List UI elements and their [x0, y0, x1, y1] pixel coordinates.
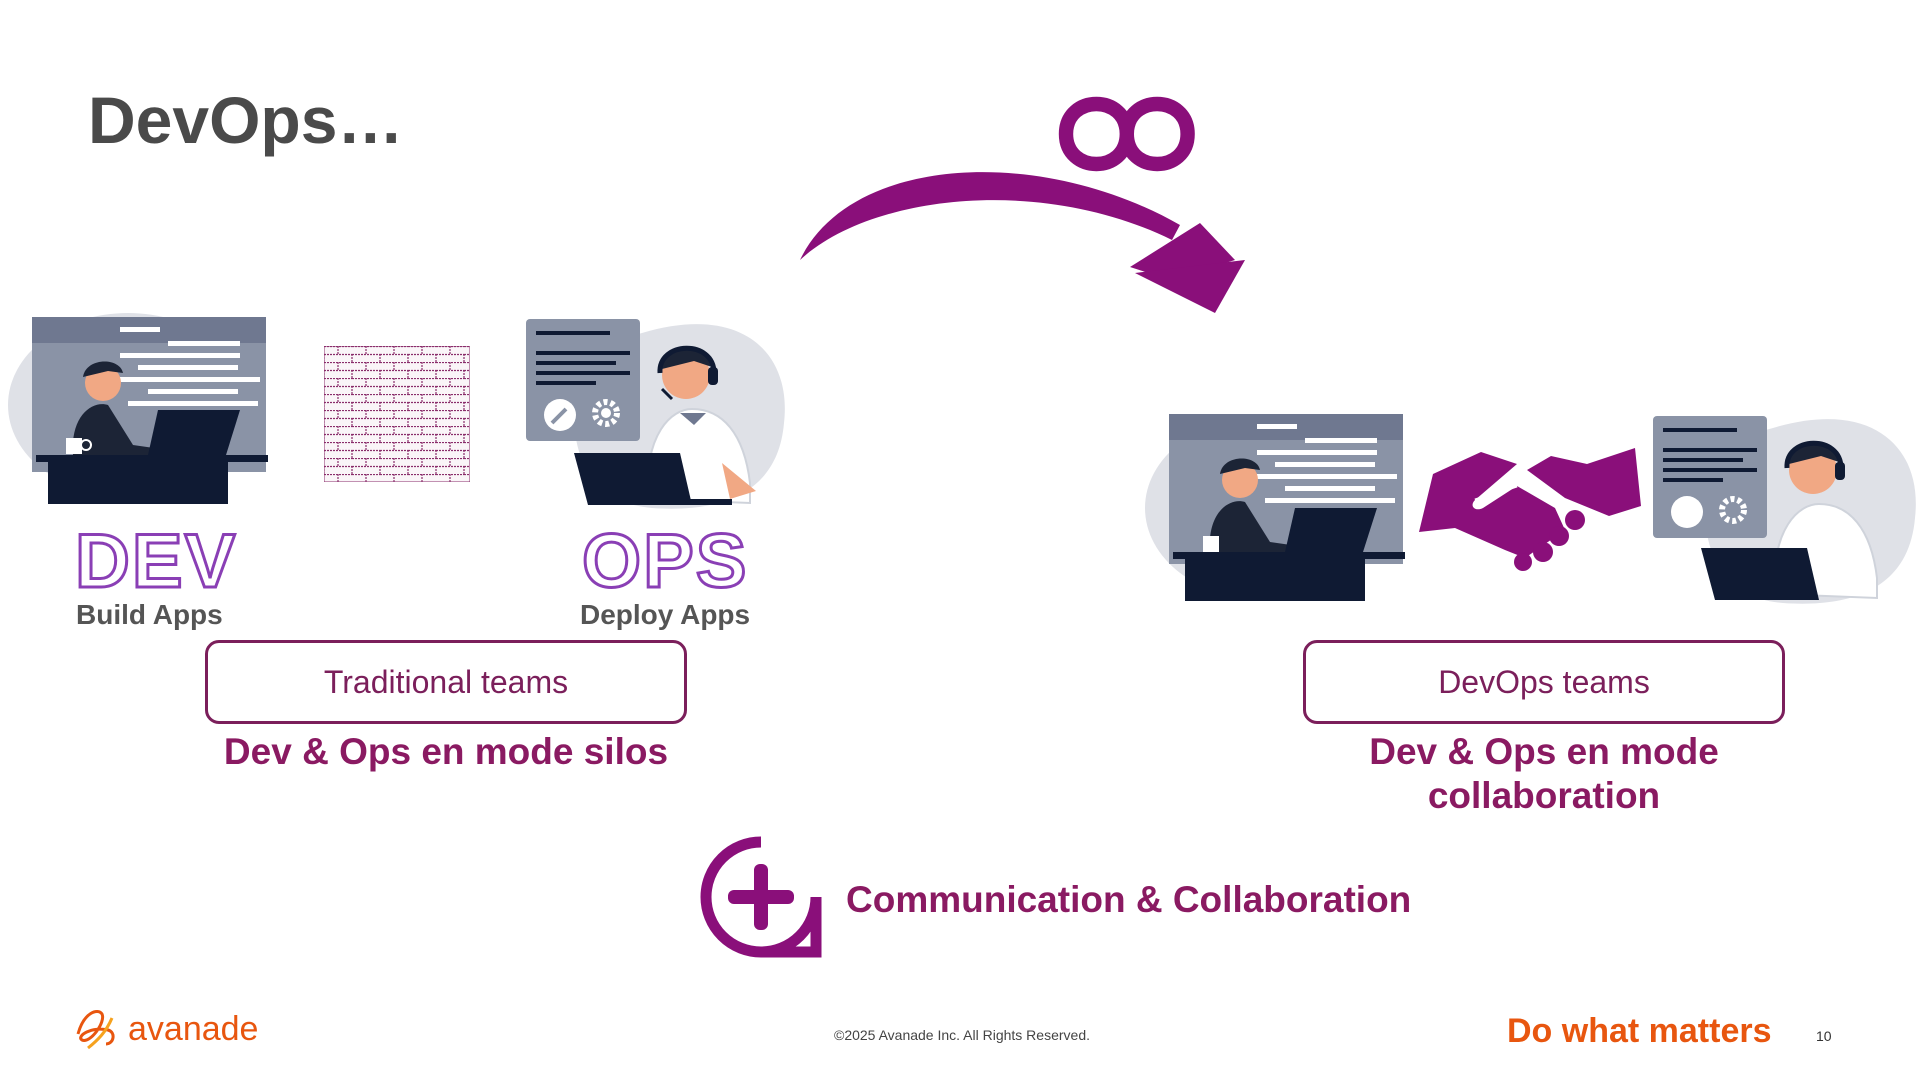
collaboration-caption-line2: collaboration [1427, 775, 1661, 816]
traditional-teams-box: Traditional teams [205, 640, 687, 724]
devops-teams-label: DevOps teams [1438, 663, 1650, 700]
dev-subtitle: Build Apps [76, 599, 223, 630]
avanade-logo-text: avanade [128, 1010, 259, 1048]
dev-label: DEV [73, 518, 238, 606]
devops-illustration [1145, 414, 1916, 604]
slide-title: DevOps… [88, 83, 404, 157]
communication-label: Communication & Collaboration [846, 879, 1412, 920]
gear-icon [592, 399, 620, 427]
copyright-text: ©2025 Avanade Inc. All Rights Reserved. [834, 1027, 1090, 1043]
coffee-mug-icon [66, 438, 92, 454]
ops-label: OPS [581, 518, 749, 606]
avanade-logo-icon [76, 1010, 115, 1050]
infinity-icon [1058, 96, 1195, 172]
plus-circle-icon [700, 836, 822, 958]
operator-illustration [526, 319, 785, 509]
headset-icon [657, 345, 718, 401]
traditional-teams-label: Traditional teams [323, 663, 569, 700]
developer-illustration [8, 313, 268, 504]
handshake-icon [1419, 448, 1641, 571]
devops-teams-box: DevOps teams [1303, 640, 1785, 724]
brick-wall-icon [324, 346, 470, 482]
ops-subtitle: Deploy Apps [580, 599, 751, 630]
transition-graphic [800, 96, 1245, 313]
curved-arrow-icon [800, 172, 1245, 313]
collaboration-caption: Dev & Ops en mode collaboration [1270, 730, 1818, 818]
wrench-icon [544, 399, 576, 431]
silos-caption: Dev & Ops en mode silos [223, 731, 669, 772]
page-number: 10 [1816, 1028, 1832, 1044]
collaboration-caption-line1: Dev & Ops en mode [1369, 731, 1719, 772]
tagline: Do what matters [1507, 1012, 1772, 1050]
